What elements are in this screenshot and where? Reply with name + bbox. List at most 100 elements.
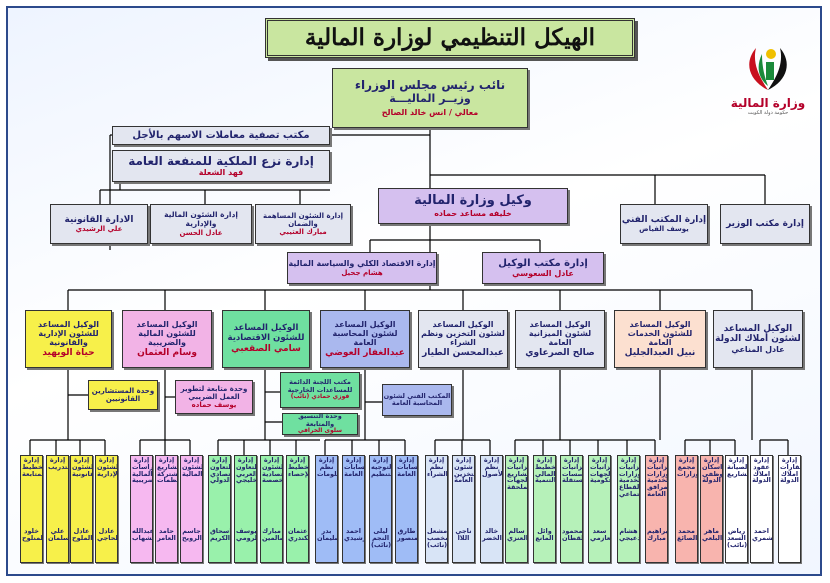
ministry-logo: وزارة المالية حكومة دولة الكويت: [725, 40, 811, 132]
department-head-name: [779, 527, 800, 529]
coordination-unit-box: وحدة التنسيق والمتابعة سلوى الخرافي: [282, 413, 358, 435]
department-title: إدارة ميزانيات الجهات الحكومية: [590, 456, 610, 485]
stocks-office-box: مكتب تصفية معاملات الاسهم بالأجل: [112, 126, 330, 145]
department-head-name: ناجي اللاا: [455, 527, 472, 542]
assistant-economic-title: الوكيل المساعد للشئون الاقتصادية: [227, 323, 305, 343]
tech-office-name: يوسف الفياض: [639, 225, 689, 234]
assistant-finance-tax-name: وسام العثمان: [137, 347, 197, 358]
department-box: إدارة ميزانيات المؤسسات المستقلةمحمود ال…: [560, 455, 583, 563]
minister-office-title: إدارة مكتب الوزير: [726, 218, 804, 229]
department-head-name: عثمان الكندري: [288, 527, 308, 542]
department-head-name: مشعل المخصب (نائب): [427, 527, 448, 549]
department-box: إدارة المشاريع المشتركة والمنظمات حامد ال…: [155, 455, 178, 563]
department-title: إدارة الدراسات المالية والضريبية: [132, 456, 152, 485]
department-box: إدارة التعاون الاقتصادي الدولي اسحاق عبدا…: [208, 455, 231, 563]
assistant-accounting-title: الوكيل المساعد لشئون المحاسبة العامة: [332, 320, 398, 348]
assistant-budget-name: صالح الصرعاوي: [525, 347, 595, 358]
minister-box: نائب رئيس مجلس الوزراء وزيــر الماليـــة…: [332, 68, 528, 128]
finance-admin-dept-title: إدارة الشئون المالية والإدارية: [164, 210, 238, 228]
assistant-budget-title: الوكيل المساعد لشئون الميزانية العامة: [528, 320, 592, 348]
finance-admin-dept-box: إدارة الشئون المالية والإدارية عادل الحس…: [150, 204, 252, 244]
department-head-name: هشام الدعيجي: [619, 527, 639, 542]
department-title: إدارة الشئون الاقتصادية المتخصصة: [262, 456, 282, 485]
minister-line1: نائب رئيس مجلس الوزراء: [354, 78, 506, 93]
department-head-name: بدر السليمان: [317, 527, 337, 542]
department-title: إدارة المشاريع المشتركة والمنظمات: [157, 456, 177, 485]
undersecretary-name: خليفه مساعد حماده: [434, 208, 512, 218]
department-title: إدارة التوجيه والتنظيم: [371, 456, 391, 478]
department-head-name: سعد العازمي: [590, 527, 611, 542]
logo-subtext: حكومة دولة الكويت: [747, 110, 789, 116]
department-box: إدارة التوجيه والتنظيم ليلى النجم (نائب): [369, 455, 392, 563]
department-title: إدارة الصيانة والمشاريع: [727, 456, 747, 478]
department-box: إدارة ميزانيات الجهات الحكومية سعد العازم…: [588, 455, 611, 563]
assistant-state-property-box: الوكيل المساعد لشئون أملاك الدولة عادل ا…: [713, 310, 803, 368]
assistant-storage-box: الوكيل المساعد لشئون التخزين ونظم الشراء…: [418, 310, 508, 368]
coordination-unit-title: وحدة التنسيق والمتابعة: [298, 413, 342, 428]
department-head-name: طارق المنصور: [397, 527, 418, 542]
department-head-name: عادل الحاجي: [97, 527, 118, 542]
department-title: إدارة التعاون الاقتصادي الدولي: [210, 456, 230, 485]
department-box: إدارة ميزانيات المشاريع والجهات الملحقةس…: [505, 455, 528, 563]
department-title: إدارة الشئون الإدارية: [97, 456, 117, 478]
assistant-storage-name: عبدالمحسن الطيار: [422, 347, 504, 358]
chart-title: الهيكل التنظيمي لوزارة المالية: [265, 18, 635, 58]
contribution-dept-box: إدارة الشئون المساهمة والضمان مبارك العت…: [255, 204, 351, 244]
department-head-name: ماهر البلعي: [702, 527, 723, 542]
assistant-accounting-name: عبدالغفار العوضي: [325, 347, 405, 358]
minister-line2: وزيــر الماليـــة: [389, 91, 471, 105]
department-head-name: ليلى النجم (نائب): [371, 527, 392, 549]
department-box: إدارة نظم الأصولخالد الخضر: [480, 455, 503, 563]
department-head-name: علي سلمان: [48, 527, 69, 542]
assistant-services-name: نبيل العبدالجليل: [624, 347, 696, 358]
department-head-name: ابراهيم مبارك: [647, 527, 668, 542]
department-title: إدارة اسكان موظفي الدولة: [702, 456, 722, 485]
finance-admin-dept-name: عادل الحسن: [179, 228, 223, 237]
department-title: إدارة التخطيط المالي والتنمية: [535, 456, 555, 485]
department-title: إدارة نظم الأصول: [482, 456, 502, 478]
department-title: إدارة مجمع الوزارات: [677, 456, 697, 478]
tax-unit-box: وحدة متابعة لتطوير العمل الضريبي يوسف حم…: [175, 380, 253, 414]
department-head-name: عادل الملوح: [72, 527, 93, 542]
department-title: إدارة ميزانيات المشاريع والجهات الملحقة: [507, 456, 527, 492]
minister-name: معالي / انس خالد الصالح: [381, 107, 479, 117]
department-head-name: احمد الرشيدي: [344, 527, 364, 542]
assistant-storage-title: الوكيل المساعد لشئون التخزين ونظم الشراء: [421, 320, 505, 348]
department-box: إدارة الشئون القانونيةعادل الملوح: [70, 455, 93, 563]
department-head-name: اسحاق عبدالكريم: [210, 527, 231, 542]
undersecretary-office-box: إدارة مكتب الوكيل عادل السعوسي: [482, 252, 604, 284]
department-title: إدارة نظم المعلومات: [317, 456, 337, 478]
department-box: إدارة التعاون العربي والخليجييوسف الرومي: [234, 455, 257, 563]
department-box: إدارة الصيانة والمشاريع رياض السعد (نائب): [725, 455, 748, 563]
assistant-services-box: الوكيل المساعد للشئون الخدمات العامة نبي…: [614, 310, 706, 368]
contribution-dept-name: مبارك العتيبي: [279, 228, 327, 237]
legal-dept-name: علي الرشيدي: [75, 225, 123, 234]
department-title: إدارة التعاون العربي والخليجي: [236, 456, 256, 485]
department-title: إدارة الشئون المالية: [182, 456, 202, 478]
department-box: إدارة التخطيط المالي والتنميةوائل المانع: [533, 455, 556, 563]
department-title: إدارة التخطيط والإحصاء: [288, 456, 308, 478]
assistant-services-title: الوكيل المساعد للشئون الخدمات العامة: [627, 320, 693, 348]
department-box: إدارة الحسابات العامة احمد الرشيدي: [342, 455, 365, 563]
aid-committee-title: مكتب اللجنة الدائمة للمساعدات الخارجية: [287, 378, 353, 394]
department-head-name: احمد الشمري: [752, 527, 773, 542]
department-box: إدارة اسكان موظفي الدولة ماهر البلعي: [700, 455, 723, 563]
assistant-state-property-name: عادل المناعي: [731, 344, 785, 354]
department-head-name: عبدالله الشهاب: [132, 527, 153, 542]
department-title: إدارة الحسابات العامة: [344, 456, 364, 478]
undersecretary-title: وكيل وزارة المالية: [414, 192, 532, 208]
tax-unit-title: وحدة متابعة لتطوير العمل الضريبي: [180, 384, 248, 401]
aid-committee-name: فوزي حمادي (نائب): [290, 393, 350, 401]
tech-office-box: إدارة المكتب الفني يوسف الفياض: [620, 204, 708, 244]
department-head-name: رياض السعد (نائب): [727, 527, 748, 549]
accounting-tech-office-box: المكتب الفني لشئون المحاسبة العامة: [382, 384, 452, 416]
department-box: إدارة الشئون الإدارية عادل الحاجي: [95, 455, 118, 563]
coordination-unit-name: سلوى الخرافي: [297, 427, 343, 435]
department-head-name: حامد العامر: [157, 527, 176, 542]
legal-advisors-unit-title: وحدة المستشارين القانونيين: [91, 386, 155, 403]
